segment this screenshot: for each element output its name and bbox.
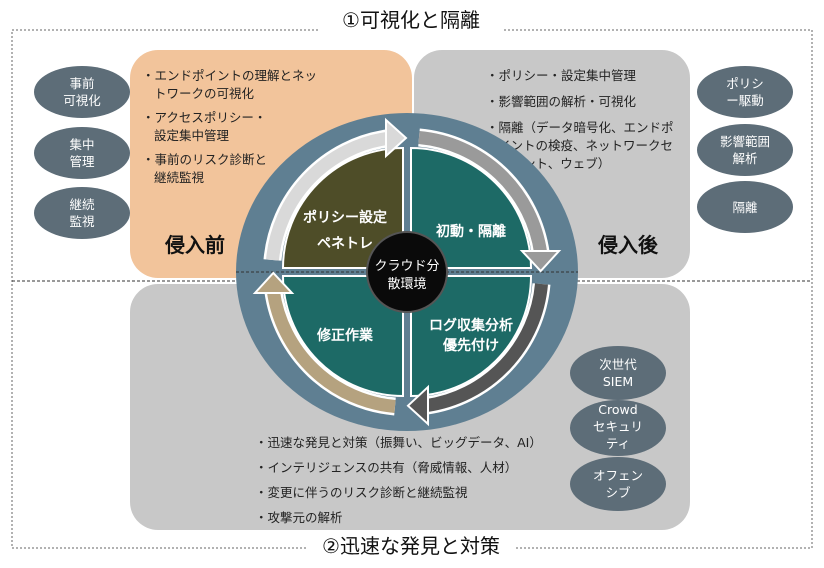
svg-text:・隔離（データ暗号化、エンドポ: ・隔離（データ暗号化、エンドポ <box>486 120 674 135</box>
svg-text:ペネトレ: ペネトレ <box>317 236 373 252</box>
pill-offensive <box>570 457 666 511</box>
svg-text:初動・隔離: 初動・隔離 <box>436 223 506 240</box>
svg-text:オフェン: オフェン <box>593 468 643 483</box>
pill-isolation <box>697 181 793 233</box>
svg-text:トワークの可視化: トワークの可視化 <box>154 86 255 101</box>
quadrant-remediation <box>281 275 404 398</box>
svg-text:ポリシー設定: ポリシー設定 <box>303 209 387 226</box>
svg-text:監視: 監視 <box>69 214 95 229</box>
title-rapid-detection: ②迅速な発見と対策 <box>322 534 500 558</box>
arrow-bottom-right <box>406 283 551 427</box>
cycle-wheel: ポリシー設定 ペネトレ 初動・隔離 ログ収集分析 優先付け 修正作業 クラウド分… <box>236 113 578 431</box>
svg-text:ポリシ: ポリシ <box>726 76 764 91</box>
svg-text:修正作業: 修正作業 <box>316 327 374 344</box>
quadrant-log-analysis <box>410 275 533 398</box>
svg-text:SIEM: SIEM <box>603 374 633 389</box>
svg-text:可視化: 可視化 <box>63 93 101 108</box>
arrow-top-left <box>263 117 408 261</box>
pill-continuous-monitoring <box>34 187 130 239</box>
svg-text:解析: 解析 <box>732 151 757 166</box>
svg-text:継続: 継続 <box>69 197 95 212</box>
svg-text:事前: 事前 <box>69 76 94 91</box>
pill-pre-visibility <box>34 66 130 118</box>
after-intrusion-label: 侵入後 <box>597 233 659 257</box>
before-bullets: ・エンドポイントの理解とネッ トワークの可視化 ・アクセスポリシー・ 設定集中管… <box>142 68 317 185</box>
quadrant-initial-isolation <box>410 146 533 269</box>
svg-text:管理: 管理 <box>69 154 95 169</box>
svg-text:・迅速な発見と対策（振舞い、ビッグデータ、AI）: ・迅速な発見と対策（振舞い、ビッグデータ、AI） <box>255 435 542 450</box>
cloud-environment-center <box>366 231 448 313</box>
svg-text:ー駆動: ー駆動 <box>726 93 764 108</box>
pill-next-gen-siem <box>570 346 666 400</box>
svg-text:クラウド分: クラウド分 <box>374 259 439 274</box>
pill-policy-driven <box>697 66 793 118</box>
svg-text:次世代: 次世代 <box>599 357 637 372</box>
svg-text:・エンドポイントの理解とネッ: ・エンドポイントの理解とネッ <box>142 68 317 83</box>
arrow-bottom-left <box>252 271 396 416</box>
svg-text:設定集中管理: 設定集中管理 <box>154 128 230 143</box>
svg-text:継続監視: 継続監視 <box>154 170 205 185</box>
svg-text:・攻撃元の解析: ・攻撃元の解析 <box>255 510 343 525</box>
svg-text:・影響範囲の解析・可視化: ・影響範囲の解析・可視化 <box>486 94 637 109</box>
pill-impact-analysis <box>697 124 793 176</box>
svg-text:ティ: ティ <box>606 436 630 451</box>
svg-text:シブ: シブ <box>605 485 631 500</box>
svg-text:Crowd: Crowd <box>598 402 637 417</box>
response-bullets: ・迅速な発見と対策（振舞い、ビッグデータ、AI） ・インテリジェンスの共有（脅威… <box>255 435 542 525</box>
before-intrusion-label: 侵入前 <box>164 233 225 257</box>
svg-text:セキュリ: セキュリ <box>593 419 643 434</box>
svg-text:・事前のリスク診断と: ・事前のリスク診断と <box>142 152 267 167</box>
pill-central-management <box>34 127 130 179</box>
svg-text:・インテリジェンスの共有（脅威情報、人材）: ・インテリジェンスの共有（脅威情報、人材） <box>255 460 517 475</box>
svg-text:隔離: 隔離 <box>732 200 758 215</box>
svg-text:優先付け: 優先付け <box>442 337 499 354</box>
arrow-top-right <box>418 128 562 273</box>
svg-text:散環境: 散環境 <box>387 277 426 292</box>
svg-text:影響範囲: 影響範囲 <box>720 134 770 149</box>
svg-text:ログ収集分析: ログ収集分析 <box>429 317 513 334</box>
svg-text:集中: 集中 <box>69 137 94 152</box>
quadrant-policy-pentest <box>281 146 404 269</box>
title-visibility-isolation: ①可視化と隔離 <box>342 8 480 32</box>
bottom-pills: 次世代 SIEM Crowd セキュリ ティ オフェン シブ <box>570 346 666 511</box>
svg-text:・ポリシー・設定集中管理: ・ポリシー・設定集中管理 <box>486 68 637 83</box>
left-pills: 事前 可視化 集中 管理 継続 監視 <box>34 66 130 239</box>
svg-text:・変更に伴うのリスク診断と継続監視: ・変更に伴うのリスク診断と継続監視 <box>255 485 468 500</box>
pill-crowd-security <box>570 400 666 456</box>
svg-text:イントの検疫、ネットワークセ: イントの検疫、ネットワークセ <box>498 138 673 153</box>
right-pills: ポリシ ー駆動 影響範囲 解析 隔離 <box>697 66 793 233</box>
svg-text:・アクセスポリシー・: ・アクセスポリシー・ <box>142 110 266 125</box>
